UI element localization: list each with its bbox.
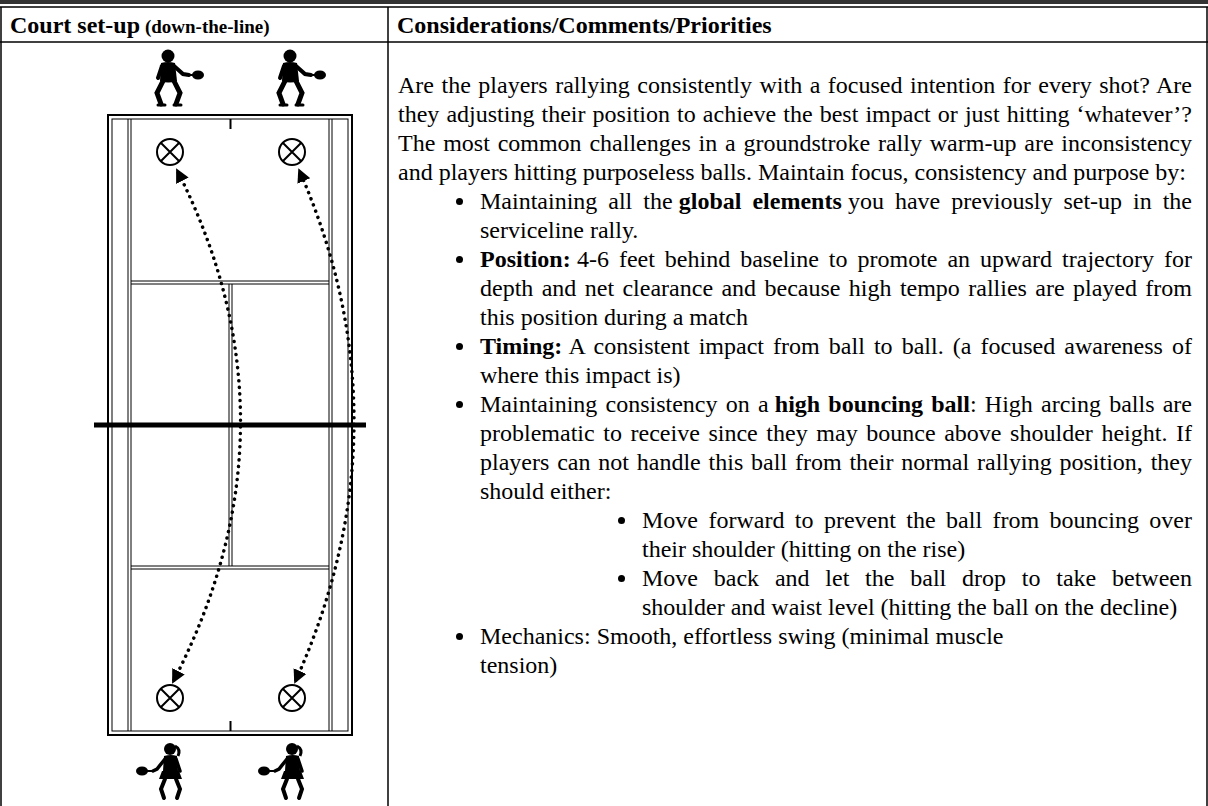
bold-text: high bouncing ball — [775, 391, 970, 417]
top-border-line — [0, 6, 1208, 8]
bullet-item: Move back and let the ball drop to take … — [398, 564, 1192, 622]
body-text: Mechanics: Smooth, effortless swing (min… — [480, 623, 1003, 678]
paragraph: Are the players rallying consistently wi… — [398, 71, 1192, 187]
text-cell: Are the players rallying consistently wi… — [389, 43, 1206, 803]
bullet-item: Timing:A consistent impact from ball to … — [398, 332, 1192, 390]
bullet-item: Mechanics: Smooth, effortless swing (min… — [398, 622, 1192, 680]
net — [94, 423, 366, 428]
player-figure — [136, 743, 182, 798]
body-text: Move forward to prevent the ball from bo… — [642, 507, 1192, 562]
bullet-dot — [456, 633, 463, 640]
bold-text: Timing: — [480, 333, 562, 359]
bullet-item: Move forward to prevent the ball from bo… — [398, 506, 1192, 564]
top-border — [0, 0, 1208, 4]
target — [279, 685, 305, 711]
target — [157, 685, 183, 711]
body-text: Maintaining all the — [480, 188, 673, 214]
body-text: Are the players rallying consistently wi… — [398, 72, 1192, 185]
service-line — [131, 566, 329, 567]
bullet-dot — [456, 198, 463, 205]
header-divider — [0, 41, 1208, 43]
body-text: Maintaining consistency on a — [480, 391, 769, 417]
target — [279, 139, 305, 165]
column-heading: Court set-up(down-the-line) — [10, 8, 388, 44]
column-divider — [387, 7, 389, 806]
ball-path — [296, 172, 354, 680]
targets — [157, 139, 305, 711]
ball-path — [174, 172, 241, 680]
body-text: 4-6 feet behind baseline to promote an u… — [480, 246, 1192, 330]
bold-text: Position: — [480, 246, 571, 272]
table-left-edge — [0, 7, 2, 806]
center-mark — [230, 119, 232, 129]
bullet-item: Maintaining all theglobal elementsyou ha… — [398, 187, 1192, 245]
target — [157, 139, 183, 165]
bold-text: (down-the-line) — [145, 16, 270, 37]
bold-text: global elements — [679, 188, 842, 214]
bold-text: Court set-up — [10, 12, 140, 38]
header-cell: Court set-up(down-the-line) — [2, 8, 388, 42]
service-line — [131, 569, 329, 570]
bullet-dot — [456, 256, 463, 263]
table-right-edge — [1206, 7, 1208, 806]
service-line — [131, 284, 329, 285]
bullet-dot — [618, 575, 625, 582]
column-heading: Considerations/Comments/Priorities — [397, 8, 1206, 42]
header-cell: Considerations/Comments/Priorities — [389, 8, 1206, 42]
player-figure — [157, 50, 204, 106]
bold-text: Considerations/Comments/Priorities — [397, 12, 772, 38]
player-figure — [279, 50, 326, 106]
player-figure — [258, 743, 304, 798]
tennis-court — [94, 115, 366, 735]
bullet-dot — [456, 343, 463, 350]
body-text: A consistent impact from ball to ball. (… — [480, 333, 1192, 388]
bullet-item: Position:4-6 feet behind baseline to pro… — [398, 245, 1192, 332]
center-mark — [230, 721, 232, 731]
bullet-dot — [618, 517, 625, 524]
bullet-item: Maintaining consistency on ahigh bouncin… — [398, 390, 1192, 506]
body-text: Move back and let the ball drop to take … — [642, 565, 1192, 620]
service-line — [131, 281, 329, 282]
bullet-dot — [456, 401, 463, 408]
